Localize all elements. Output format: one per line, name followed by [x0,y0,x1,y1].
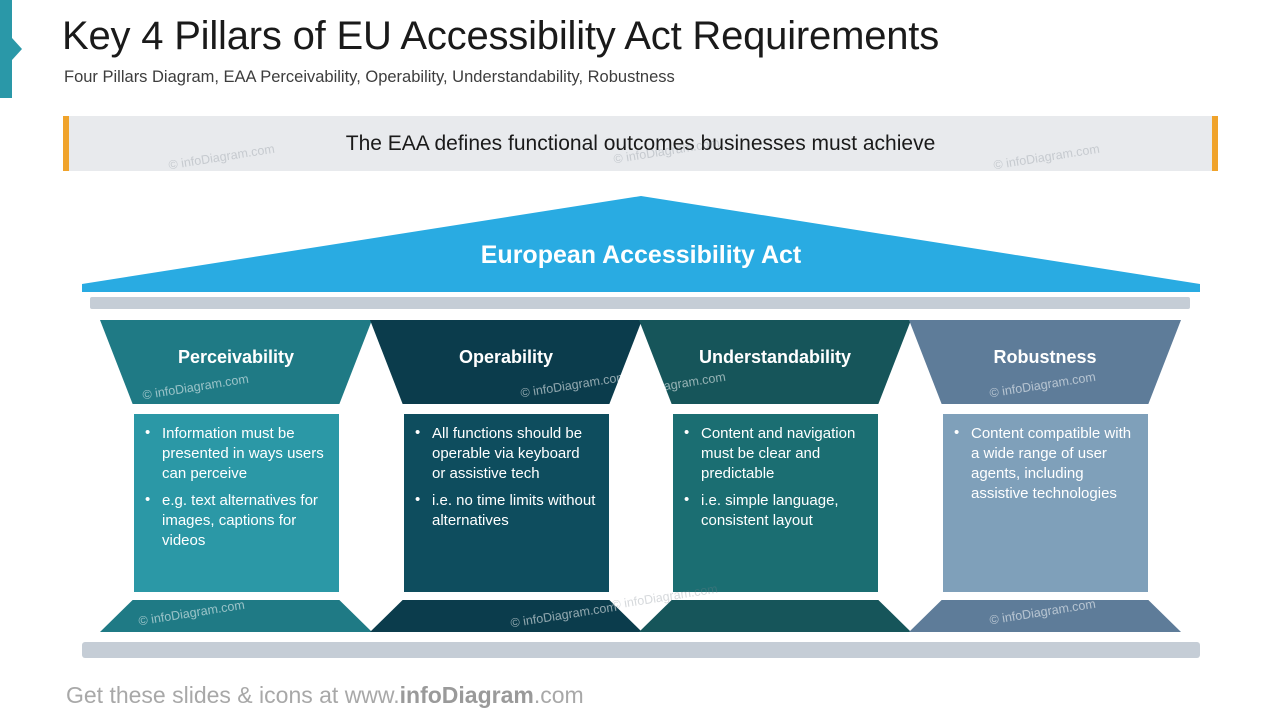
banner-text: The EAA defines functional outcomes busi… [345,131,936,155]
footer-prefix: Get these slides & icons at www. [66,682,400,708]
title-accent-chevron-icon [12,38,22,60]
pillar-title: Understandability [698,347,852,368]
pillar-capital: Operability [370,320,642,404]
pillar-bullet-list: Content and navigation must be clear and… [681,423,866,531]
pillar-bullet-list: Content compatible with a wide range of … [951,423,1136,504]
footer-brand: infoDiagram [399,682,534,708]
pillar-body: Content compatible with a wide range of … [943,414,1148,592]
pillar-bullet-list: Information must be presented in ways us… [142,423,327,551]
watermark: © infoDiagram.com [167,141,276,173]
list-item: All functions should be operable via key… [412,423,597,484]
pillar-perceivability[interactable]: Perceivability © infoDiagram.com Informa… [100,320,372,632]
banner-left-accent [63,116,69,171]
watermark: © infoDiagram.com [992,141,1101,173]
roof-label: European Accessibility Act [480,241,802,269]
pillar-operability[interactable]: Operability © infoDiagram.com All functi… [370,320,642,632]
pillar-title: Robustness [993,347,1097,368]
footer-suffix: .com [533,682,584,708]
list-item: i.e. no time limits without alternatives [412,490,597,531]
title-accent-bar [0,0,12,98]
pillar-title: Perceivability [177,347,295,368]
pillar-capital: Understandability [639,320,911,404]
list-item: Content and navigation must be clear and… [681,423,866,484]
banner-right-accent [1212,116,1218,171]
footer-promo: Get these slides & icons at www.infoDiag… [66,682,584,709]
pillar-body: Information must be presented in ways us… [134,414,339,592]
pillar-base [100,600,372,632]
pillar-understandability[interactable]: Understandability © infoDiagram.com Cont… [611,320,911,632]
page-subtitle: Four Pillars Diagram, EAA Perceivability… [64,68,675,86]
list-item: Content compatible with a wide range of … [951,423,1136,504]
roof-shape-icon [82,196,1200,292]
roof-pediment: European Accessibility Act [82,196,1200,292]
pillar-base [909,600,1181,632]
pillar-body: Content and navigation must be clear and… [673,414,878,592]
page-title: Key 4 Pillars of EU Accessibility Act Re… [62,14,940,58]
architrave-bar [90,297,1190,309]
pillar-base [370,600,642,632]
statement-banner: The EAA defines functional outcomes busi… [63,116,1218,173]
list-item: i.e. simple language, consistent layout [681,490,866,531]
pillar-capital: Robustness [909,320,1181,404]
pillar-title: Operability [458,347,554,368]
stylobate-platform [82,642,1200,658]
pillar-base [639,600,911,632]
pillar-robustness[interactable]: Robustness © infoDiagram.com Content com… [909,320,1181,632]
pillar-bullet-list: All functions should be operable via key… [412,423,597,531]
pillars-group: Perceivability © infoDiagram.com Informa… [0,320,1280,632]
pillar-capital: Perceivability [100,320,372,404]
pillar-body: All functions should be operable via key… [404,414,609,592]
list-item: e.g. text alternatives for images, capti… [142,490,327,551]
list-item: Information must be presented in ways us… [142,423,327,484]
